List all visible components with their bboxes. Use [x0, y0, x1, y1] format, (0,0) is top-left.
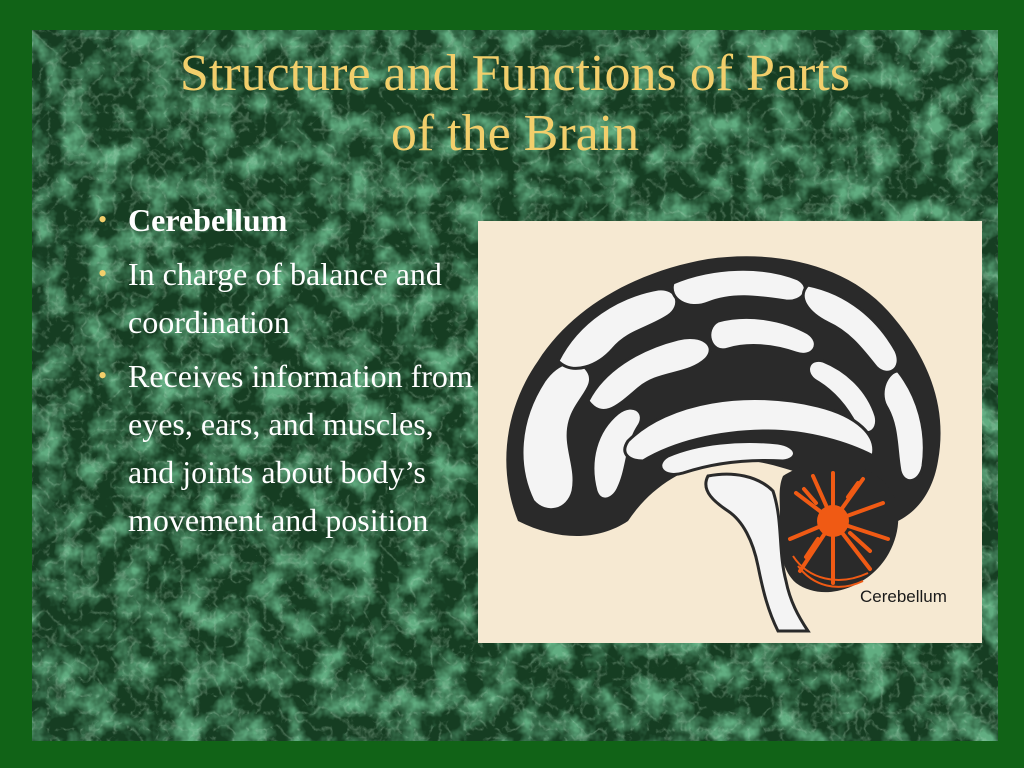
bullet-item: • In charge of balance and coordination — [98, 250, 478, 346]
bullet-text: In charge of balance and coordination — [128, 256, 442, 340]
cerebellum-highlight — [779, 461, 899, 593]
bullet-dot-icon: • — [98, 259, 108, 288]
bullet-dot-icon: • — [98, 205, 108, 234]
bullet-text: Cerebellum — [128, 202, 288, 238]
brain-figure: Cerebellum — [478, 221, 982, 643]
bullet-dot-icon: • — [98, 361, 108, 390]
bullet-item: • Cerebellum — [98, 196, 478, 244]
bullet-text: Receives information from eyes, ears, an… — [128, 358, 473, 538]
slide: Structure and Functions of Parts of the … — [32, 30, 998, 741]
brain-illustration — [506, 256, 941, 633]
bullet-list: • Cerebellum • In charge of balance and … — [98, 196, 478, 550]
slide-title: Structure and Functions of Parts of the … — [32, 44, 998, 164]
bullet-item: • Receives information from eyes, ears, … — [98, 352, 478, 544]
title-line-2: of the Brain — [390, 105, 640, 162]
cerebellum-label: Cerebellum — [860, 587, 947, 606]
title-line-1: Structure and Functions of Parts — [179, 45, 851, 102]
